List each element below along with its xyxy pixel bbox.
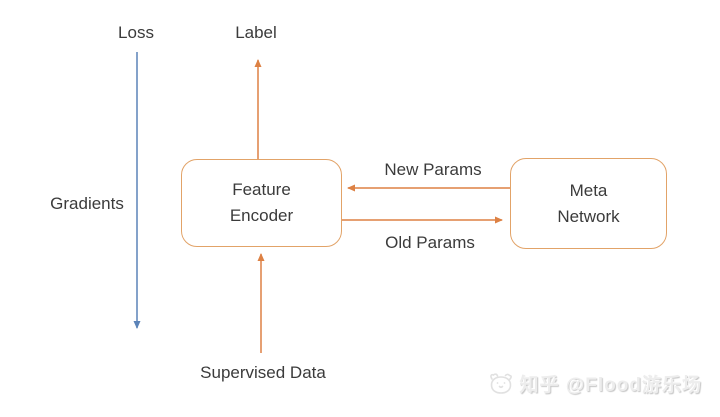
supervised-data-label: Supervised Data [200,363,326,382]
feature-encoder-node: Feature Encoder [181,159,342,247]
feature-encoder-label-line2: Encoder [229,206,294,225]
zhihu-mascot-icon [490,372,513,394]
label-label: Label [235,23,277,42]
feature-encoder-label-line1: Feature [232,180,291,199]
watermark-text: 知乎 @Flood游乐场 [519,375,702,396]
old-params-label: Old Params [385,233,475,252]
meta-network-node: Meta Network [510,158,667,249]
meta-network-label-line2: Network [557,206,620,226]
gradients-label: Gradients [50,194,124,213]
meta-network-label-line1: Meta [569,180,608,200]
loss-label: Loss [118,23,154,42]
zhihu-watermark: 知乎 @Flood游乐场 [488,370,702,397]
new-params-label: New Params [384,160,482,179]
